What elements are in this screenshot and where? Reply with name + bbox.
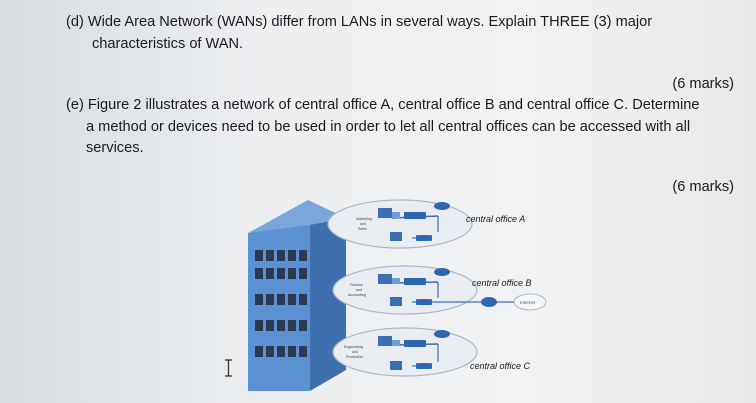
switch-icon bbox=[404, 212, 426, 219]
floor-b-ellipse bbox=[332, 265, 478, 315]
switch-icon bbox=[404, 278, 426, 285]
switch-icon bbox=[404, 340, 426, 347]
dept-c-label-2: and bbox=[352, 350, 358, 354]
office-a-label: central office A bbox=[466, 214, 525, 224]
switch-icon bbox=[416, 299, 432, 305]
dept-b-label-2: and bbox=[356, 288, 362, 292]
question-d-line1: (d) Wide Area Network (WANs) differ from… bbox=[66, 14, 653, 30]
router-icon bbox=[434, 202, 450, 210]
dept-b-label-3: Accounting bbox=[348, 293, 366, 297]
dept-a-label-3: Sales bbox=[358, 227, 367, 231]
switch-icon bbox=[416, 235, 432, 241]
cloud-icon: Internet bbox=[513, 293, 547, 311]
floor-b-devices: Internet Finance and Accounting central … bbox=[348, 268, 547, 311]
internet-label: Internet bbox=[520, 300, 536, 305]
office-c-label: central office C bbox=[470, 361, 531, 371]
question-e-line3: services. bbox=[86, 140, 144, 156]
text-cursor-icon bbox=[225, 359, 232, 377]
question-d-marks: (6 marks) bbox=[672, 76, 734, 92]
question-d-line2: characteristics of WAN. bbox=[92, 36, 244, 52]
pc-icon bbox=[390, 232, 402, 241]
router-icon bbox=[434, 268, 450, 276]
dept-b-label-1: Finance bbox=[350, 283, 363, 287]
dept-a-label-2: and bbox=[360, 222, 366, 226]
router-icon bbox=[434, 330, 450, 338]
pc-icon bbox=[378, 336, 400, 346]
floor-a-devices: Marketing and Sales central office A bbox=[356, 202, 525, 241]
dept-c-label-1: Engineering bbox=[344, 345, 363, 349]
pc-icon bbox=[378, 274, 400, 284]
dept-c-label-3: Production bbox=[346, 355, 363, 359]
question-e-line2: a method or devices need to be used in o… bbox=[86, 119, 691, 135]
floor-c-devices: Engineering and Production central offic… bbox=[344, 330, 531, 371]
pc-icon bbox=[390, 361, 402, 370]
question-e-marks: (6 marks) bbox=[672, 179, 734, 195]
office-b-label: central office B bbox=[472, 278, 532, 288]
pc-icon bbox=[390, 297, 402, 306]
router-icon bbox=[481, 297, 497, 307]
floor-c-ellipse bbox=[332, 327, 478, 377]
pc-icon bbox=[378, 208, 400, 218]
floor-a-ellipse bbox=[327, 199, 473, 249]
switch-icon bbox=[416, 363, 432, 369]
dept-a-label-1: Marketing bbox=[356, 217, 372, 221]
question-e-line1: (e) Figure 2 illustrates a network of ce… bbox=[66, 97, 700, 113]
building-icon bbox=[248, 200, 346, 391]
